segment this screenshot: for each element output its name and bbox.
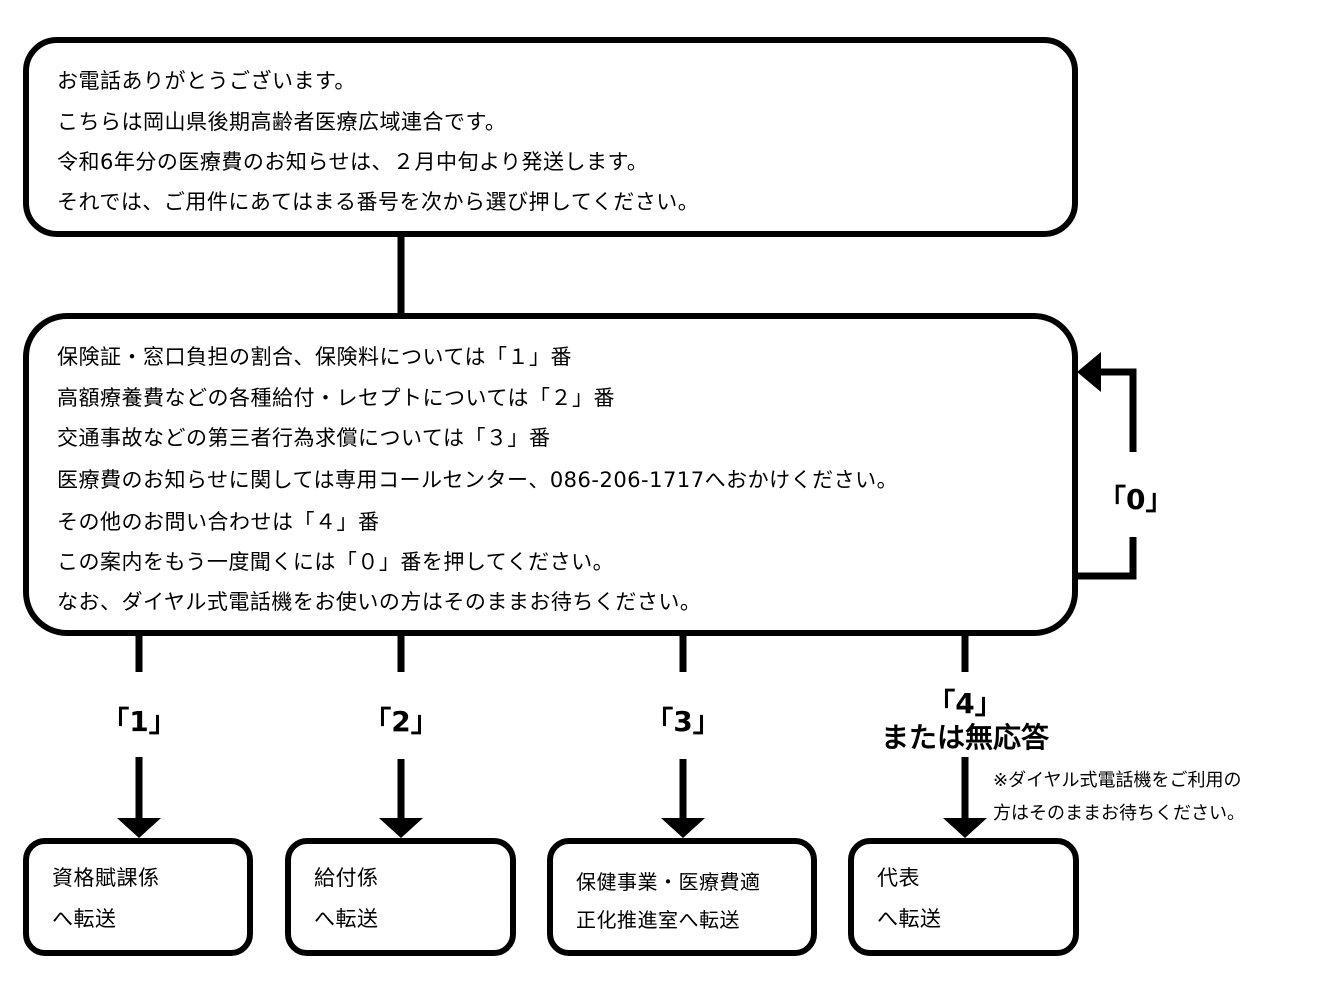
branch-label-2: 「2」	[363, 705, 439, 738]
loop-connector-top	[1100, 368, 1137, 452]
intro-box: お電話ありがとうございます。 こちらは岡山県後期高齢者医療広域連合です。 令和6…	[23, 37, 1078, 237]
branch-label-4: 「4」	[927, 687, 1003, 720]
menu-line: この案内をもう一度聞くには「０」番を押してください。	[57, 550, 615, 574]
dest-line: へ転送	[52, 907, 117, 931]
menu-line: なお、ダイヤル式電話機をお使いの方はそのままお待ちください。	[57, 590, 702, 614]
loop-connector-bottom	[1078, 537, 1137, 580]
branch-label-3: 「3」	[645, 705, 721, 738]
menu-box: 保険証・窓口負担の割合、保険料については「１」番 高額療養費などの各種給付・レセ…	[23, 313, 1078, 636]
dest-line: 保健事業・医療費適	[576, 870, 761, 894]
dial-phone-note-line: 方はそのままお待ちください。	[993, 803, 1245, 824]
intro-line: それでは、ご用件にあてはまる番号を次から選び押してください。	[57, 190, 700, 214]
dest-line: 正化推進室へ転送	[576, 908, 740, 932]
branch-4-arrow-head	[943, 818, 987, 838]
dest-line: 資格賦課係	[52, 866, 160, 890]
branch-1-arrow-head	[117, 818, 161, 838]
dest-box-3: 保健事業・医療費適 正化推進室へ転送	[547, 838, 817, 956]
branch-3-arrow-head	[661, 818, 705, 838]
intro-line: お電話ありがとうございます。	[57, 69, 356, 93]
dial-phone-note-line: ※ダイヤル式電話機をご利用の	[993, 770, 1242, 791]
dest-line: 代表	[877, 866, 920, 890]
loop-label: 「0」	[1098, 483, 1174, 516]
branch-label-1: 「1」	[101, 705, 177, 738]
menu-line: 交通事故などの第三者行為求償については「３」番	[57, 426, 551, 450]
dest-line: 給付係	[314, 866, 379, 890]
dest-line: へ転送	[877, 907, 942, 931]
menu-line: 高額療養費などの各種給付・レセプトについては「２」番	[57, 386, 615, 410]
dest-box-1: 資格賦課係 へ転送	[23, 838, 253, 956]
loop-arrow-head	[1077, 352, 1101, 392]
branch-label-4-sub: または無応答	[880, 721, 1049, 754]
dest-box-4: 代表 へ転送	[848, 838, 1079, 956]
dest-line: へ転送	[314, 907, 379, 931]
menu-line: その他のお問い合わせは「４」番	[57, 510, 380, 534]
dest-box-2: 給付係 へ転送	[285, 838, 516, 956]
menu-line: 保険証・窓口負担の割合、保険料については「１」番	[57, 345, 572, 369]
menu-line: 医療費のお知らせに関しては専用コールセンター、086-206-1717へおかけく…	[57, 468, 899, 492]
intro-line: 令和6年分の医療費のお知らせは、２月中旬より発送します。	[57, 150, 649, 174]
branch-2-arrow-head	[379, 818, 423, 838]
intro-line: こちらは岡山県後期高齢者医療広域連合です。	[57, 110, 507, 134]
